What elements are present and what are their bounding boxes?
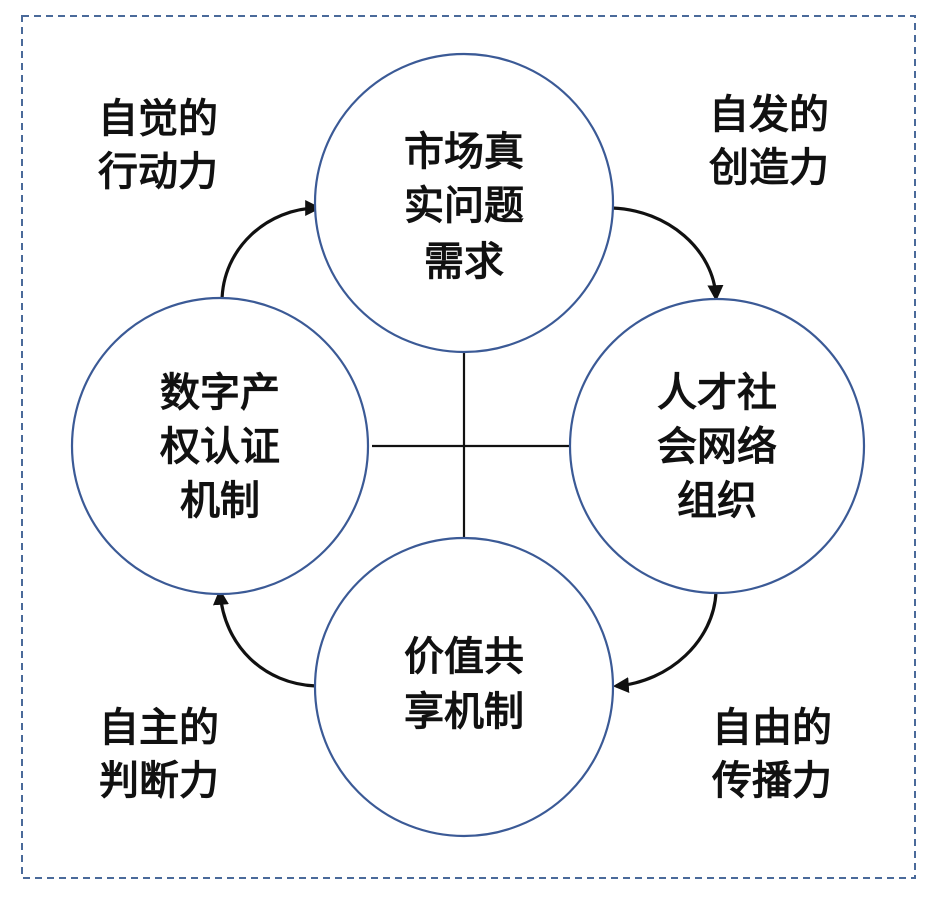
corner-top-left-line-1: 自觉的 (98, 96, 218, 142)
node-top-line-1: 市场真 (404, 129, 524, 175)
node-left-line-3: 机制 (180, 478, 260, 524)
node-value-sharing: 价值共 享机制 (313, 536, 615, 838)
arrow-left-to-top (220, 200, 322, 303)
corner-top-left-line-2: 行动力 (98, 149, 218, 195)
corner-top-right: 自发的 创造力 (709, 92, 829, 191)
node-talent-network: 人才社 会网络 组织 (568, 297, 866, 595)
node-right-line-1: 人才社 (657, 370, 777, 416)
node-top-line-2: 实问题 (404, 183, 524, 229)
corner-top-right-line-1: 自发的 (709, 92, 829, 138)
node-circle-left (70, 296, 370, 596)
arrow-bottom-to-left (212, 588, 317, 688)
corner-bottom-left-line-2: 判断力 (99, 758, 219, 804)
corner-top-left: 自觉的 行动力 (98, 96, 218, 195)
corner-top-right-line-2: 创造力 (709, 145, 829, 191)
node-circle-bottom (313, 536, 615, 838)
corner-bottom-right-line-2: 传播力 (711, 758, 832, 804)
corner-bottom-right-line-1: 自由的 (712, 705, 832, 751)
corner-bottom-right: 自由的 传播力 (711, 705, 832, 804)
node-digital-property: 数字产 权认证 机制 (70, 296, 370, 596)
node-bottom-line-2: 享机制 (404, 689, 524, 735)
node-right-line-2: 会网络 (657, 424, 777, 470)
node-market-demand: 市场真 实问题 需求 (313, 52, 615, 354)
node-bottom-line-1: 价值共 (404, 634, 524, 680)
dashed-frame (21, 15, 916, 879)
arrow-right-to-bottom (612, 591, 718, 694)
node-top-line-3: 需求 (424, 239, 504, 285)
node-circle-right (568, 297, 866, 595)
node-circle-top (313, 52, 615, 354)
corner-bottom-left: 自主的 判断力 (99, 705, 219, 804)
arrow-top-to-right (611, 206, 724, 302)
node-right-line-3: 组织 (677, 478, 757, 524)
corner-bottom-left-line-1: 自主的 (99, 705, 219, 751)
node-left-line-1: 数字产 (160, 370, 280, 416)
node-left-line-2: 权认证 (159, 424, 280, 470)
